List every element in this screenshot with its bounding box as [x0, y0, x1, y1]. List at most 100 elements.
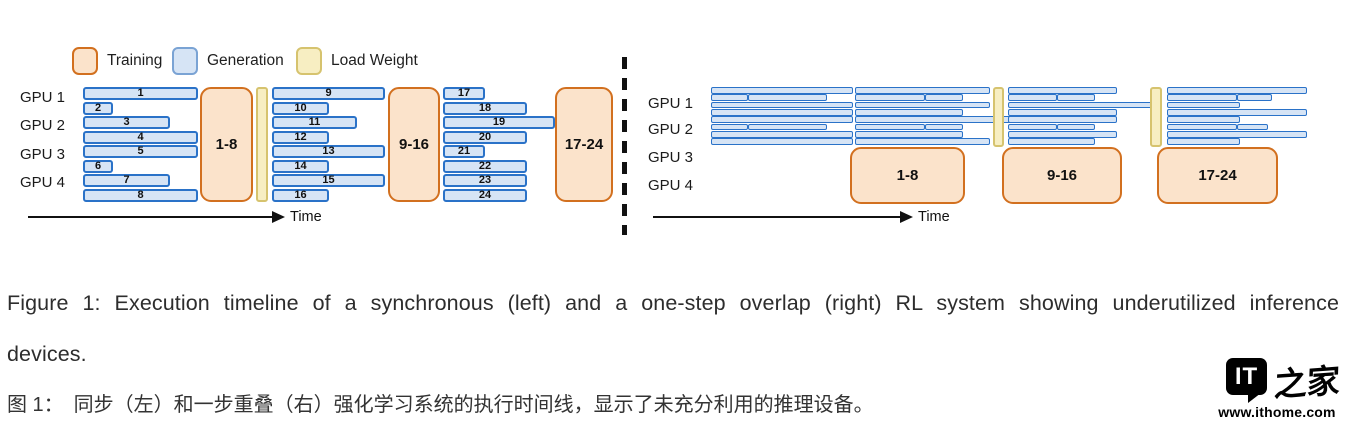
gpu-label: GPU 3 [20, 146, 66, 163]
gpu-label: GPU 1 [648, 95, 694, 112]
generation-bar-thin [1167, 123, 1237, 131]
generation-bar-thin [1008, 87, 1117, 94]
generation-bar-thin [1008, 116, 1117, 123]
time-axis-label-left: Time [290, 209, 322, 225]
generation-bar: 12 [272, 130, 329, 144]
generation-bar: 14 [272, 159, 329, 173]
generation-bar: 21 [443, 145, 485, 158]
training-block: 1-8 [850, 147, 965, 204]
generation-bar: 22 [443, 159, 527, 173]
generation-bar-thin [1057, 94, 1096, 101]
legend-label: Training [107, 52, 163, 69]
ithome-url: www.ithome.com [1218, 404, 1336, 420]
gpu-label: GPU 4 [648, 177, 694, 194]
gpu-label: GPU 3 [648, 149, 694, 166]
gpu-label: GPU 1 [20, 89, 66, 106]
generation-bar-thin [855, 94, 926, 101]
legend-label: Load Weight [331, 52, 418, 69]
generation-bar: 2 [83, 101, 113, 115]
generation-bar: 11 [272, 116, 357, 129]
generation-bar-thin [711, 138, 853, 145]
generation-bar-thin [711, 101, 853, 109]
ithome-logo-icon: IT [1226, 358, 1267, 395]
training-block: 17-24 [555, 87, 613, 202]
generation-bar-thin [1008, 94, 1058, 101]
generation-bar: 8 [83, 188, 198, 202]
generation-bar-thin [925, 123, 963, 131]
figure-caption-en-line2: devices. [7, 342, 87, 366]
generation-bar: 23 [443, 174, 527, 187]
generation-bar: 15 [272, 174, 385, 187]
legend-item-load-weight: Load Weight [296, 46, 418, 76]
generation-bar: 19 [443, 116, 555, 129]
generation-bar-thin [925, 94, 963, 101]
time-axis-arrow-right [653, 209, 913, 224]
generation-bar: 6 [83, 159, 113, 173]
generation-bar-thin [1167, 138, 1240, 145]
generation-bar: 20 [443, 130, 527, 144]
generation-bar-thin [1008, 138, 1096, 145]
gpu-label: GPU 4 [20, 174, 66, 191]
load-weight-bar [256, 87, 268, 202]
generation-bar-thin [747, 94, 828, 101]
generation-swatch-icon [172, 47, 198, 75]
load-weight-swatch-icon [296, 47, 322, 75]
load-weight-bar [1150, 87, 1162, 147]
generation-bar: 24 [443, 188, 527, 202]
generation-bar-thin [711, 131, 853, 138]
generation-bar: 9 [272, 87, 385, 100]
gpu-label: GPU 2 [20, 117, 66, 134]
training-block: 1-8 [200, 87, 253, 202]
generation-bar: 13 [272, 145, 385, 158]
generation-bar-thin [711, 123, 748, 131]
figure-caption-en-line1: Figure 1: Execution timeline of a synchr… [7, 291, 1339, 315]
generation-bar-thin [855, 109, 963, 116]
training-block: 17-24 [1157, 147, 1278, 204]
legend-item-training: Training [72, 46, 162, 76]
time-axis-arrow-left [28, 209, 285, 224]
generation-bar: 4 [83, 130, 198, 144]
generation-bar: 5 [83, 145, 198, 158]
generation-bar-thin [1167, 109, 1307, 116]
generation-bar: 10 [272, 101, 329, 115]
generation-bar: 7 [83, 174, 170, 187]
generation-bar-thin [1057, 123, 1096, 131]
generation-bar-thin [1237, 94, 1272, 101]
generation-bar-thin [747, 123, 828, 131]
generation-bar-thin [855, 131, 963, 138]
generation-bar-thin [1008, 131, 1117, 138]
generation-bar-thin [1008, 101, 1152, 109]
generation-bar-thin [1167, 131, 1307, 138]
generation-bar: 17 [443, 87, 485, 100]
generation-bar-thin [1167, 87, 1307, 94]
generation-bar: 3 [83, 116, 170, 129]
generation-bar-thin [1237, 123, 1268, 131]
generation-bar-thin [711, 87, 853, 94]
generation-bar: 1 [83, 87, 198, 100]
figure-caption-zh: 图 1： 同步（左）和一步重叠（右）强化学习系统的执行时间线，显示了未充分利用的… [7, 394, 874, 416]
ithome-logo-tail-icon [1248, 393, 1261, 403]
diagram-divider [622, 57, 627, 235]
generation-bar-thin [1008, 109, 1117, 116]
time-axis-label-right: Time [918, 209, 950, 225]
legend-label: Generation [207, 52, 284, 69]
generation-bar-thin [855, 116, 1012, 123]
gpu-label: GPU 2 [648, 121, 694, 138]
load-weight-bar [993, 87, 1004, 147]
generation-bar-thin [1008, 123, 1058, 131]
training-block: 9-16 [388, 87, 440, 202]
generation-bar: 18 [443, 101, 527, 115]
generation-bar-thin [855, 123, 926, 131]
training-swatch-icon [72, 47, 98, 75]
generation-bar-thin [855, 87, 990, 94]
generation-bar-thin [1167, 101, 1240, 109]
legend-item-generation: Generation [172, 46, 284, 76]
generation-bar-thin [711, 109, 853, 116]
generation-bar-thin [711, 116, 853, 123]
generation-bar-thin [1167, 94, 1237, 101]
generation-bar-thin [1167, 116, 1240, 123]
ithome-logo-suffix: 之家 [1273, 360, 1341, 405]
generation-bar-thin [855, 138, 990, 145]
training-block: 9-16 [1002, 147, 1122, 204]
